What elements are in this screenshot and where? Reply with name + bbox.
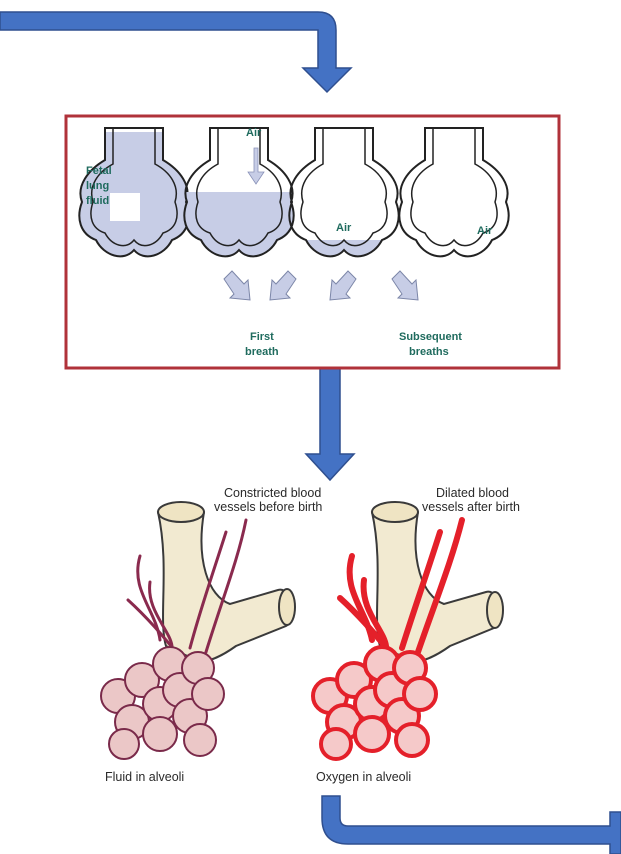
lung-fluid-panel: Fetal lung fluid Air Air Air First breat… bbox=[60, 116, 559, 368]
label-first: First bbox=[250, 331, 274, 343]
flow-arrow-middle bbox=[306, 368, 354, 480]
label-lung: lung bbox=[86, 180, 109, 192]
label-air-stage-4: Air bbox=[477, 225, 493, 237]
airway-left bbox=[158, 502, 295, 661]
label-air-entry: Air bbox=[246, 127, 262, 139]
alveoli-cluster-left bbox=[101, 647, 224, 759]
label-dilated-2: vessels after birth bbox=[422, 500, 520, 514]
flow-arrow-top bbox=[0, 12, 351, 92]
label-fetal: Fetal bbox=[86, 165, 112, 177]
label-oxygen-in-alveoli: Oxygen in alveoli bbox=[316, 770, 411, 784]
label-breaths: breaths bbox=[409, 346, 449, 358]
flow-arrow-bottom bbox=[322, 796, 621, 854]
label-air-stage-3: Air bbox=[336, 222, 352, 234]
alveoli-cluster-right bbox=[313, 647, 436, 759]
label-dilated-1: Dilated blood bbox=[436, 486, 509, 500]
label-breath: breath bbox=[245, 346, 279, 358]
label-fluid-in-alveoli: Fluid in alveoli bbox=[105, 770, 184, 784]
vessel-panel: Constricted blood vessels before birth D… bbox=[101, 486, 520, 784]
airway-right bbox=[372, 502, 503, 661]
label-subsequent: Subsequent bbox=[399, 331, 462, 343]
label-constricted-2: vessels before birth bbox=[214, 500, 322, 514]
label-fluid: fluid bbox=[86, 195, 109, 207]
label-constricted-1: Constricted blood bbox=[224, 486, 321, 500]
